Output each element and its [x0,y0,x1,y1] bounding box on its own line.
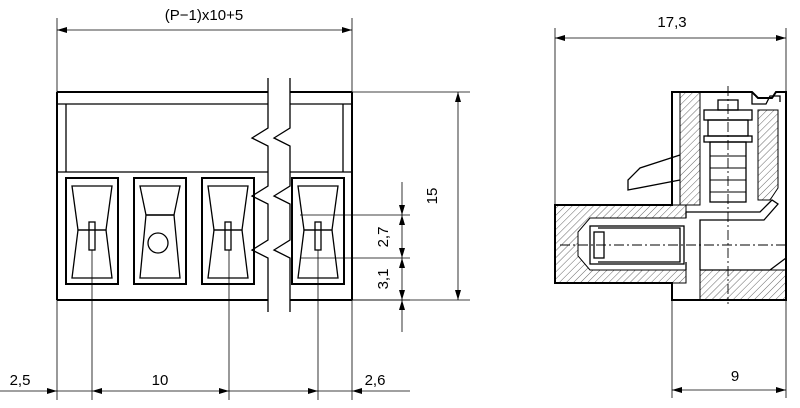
side-view [554,86,787,304]
terminal-3 [201,177,255,285]
screw-hole-icon [147,232,169,254]
dim-overall-width-label: (P−1)x10+5 [165,7,243,24]
dim-offset-lower-label: 3,1 [375,269,392,290]
break-lines [250,78,291,312]
dim-offset-upper-label: 2,7 [375,227,392,248]
dim-height: 15 [352,91,470,301]
dim-bottom: 2,5 10 2,6 [0,250,410,400]
dim-left-edge-label: 2,5 [10,372,31,389]
terminal-2 [133,177,187,285]
dim-side-width-label: 17,3 [657,14,686,31]
dim-end-width-label: 2,6 [365,372,386,389]
front-body-left [57,91,268,301]
dim-height-label: 15 [424,188,441,205]
front-view [56,78,353,312]
dim-pitch-label: 10 [152,372,169,389]
front-body-right [290,91,353,301]
wire-entry [589,225,685,265]
dim-overall-width: (P−1)x10+5 [56,7,353,92]
dim-side-depth: 9 [671,283,787,398]
dim-side-width: 17,3 [554,14,787,205]
side-base-hatch [699,269,787,301]
dim-offsets: 2,7 3,1 [300,182,410,332]
dim-side-depth-label: 9 [731,368,739,385]
side-wall-left-hatch [679,91,701,206]
screw [703,96,755,206]
contact-spring [685,199,787,271]
side-wall-right-hatch [757,109,779,201]
locking-latch [627,154,681,191]
